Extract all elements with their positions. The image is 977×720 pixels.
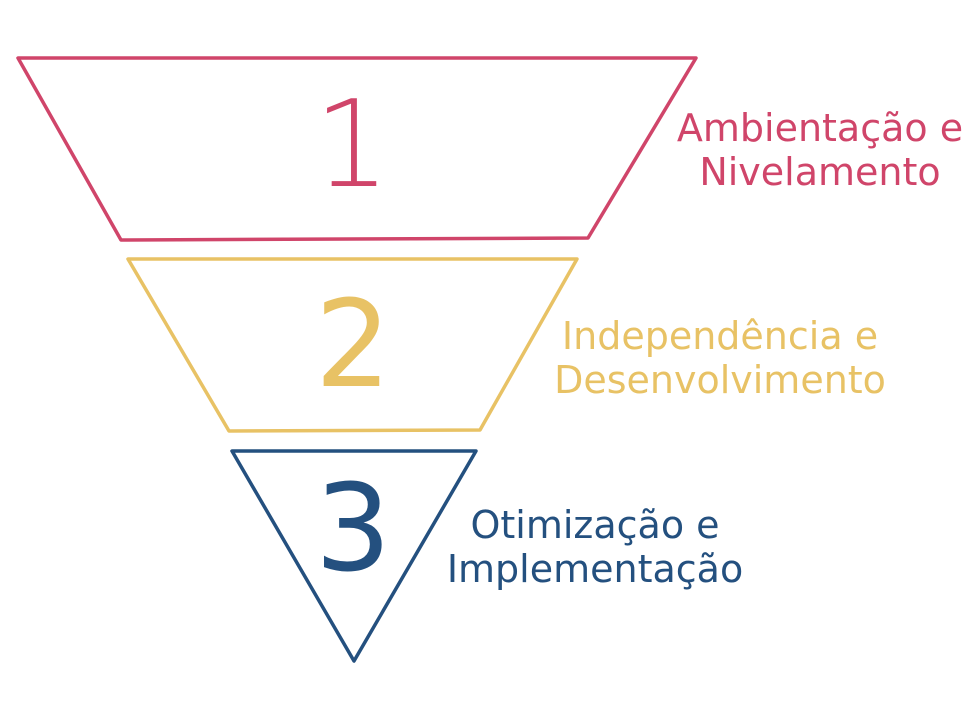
stage-3-shape bbox=[230, 449, 478, 663]
stage-2-label: Independência e Desenvolvimento bbox=[554, 314, 886, 402]
stage-2-number: 2 bbox=[315, 276, 391, 415]
stage-1-label: Ambientação e Nivelamento bbox=[676, 106, 964, 194]
stage-3-number: 3 bbox=[315, 460, 391, 599]
stage-1-shape bbox=[16, 56, 698, 242]
stage-3-label: Otimização e Implementação bbox=[446, 503, 744, 591]
stage-1-number: 1 bbox=[314, 76, 390, 215]
stage-2-shape bbox=[126, 257, 579, 433]
